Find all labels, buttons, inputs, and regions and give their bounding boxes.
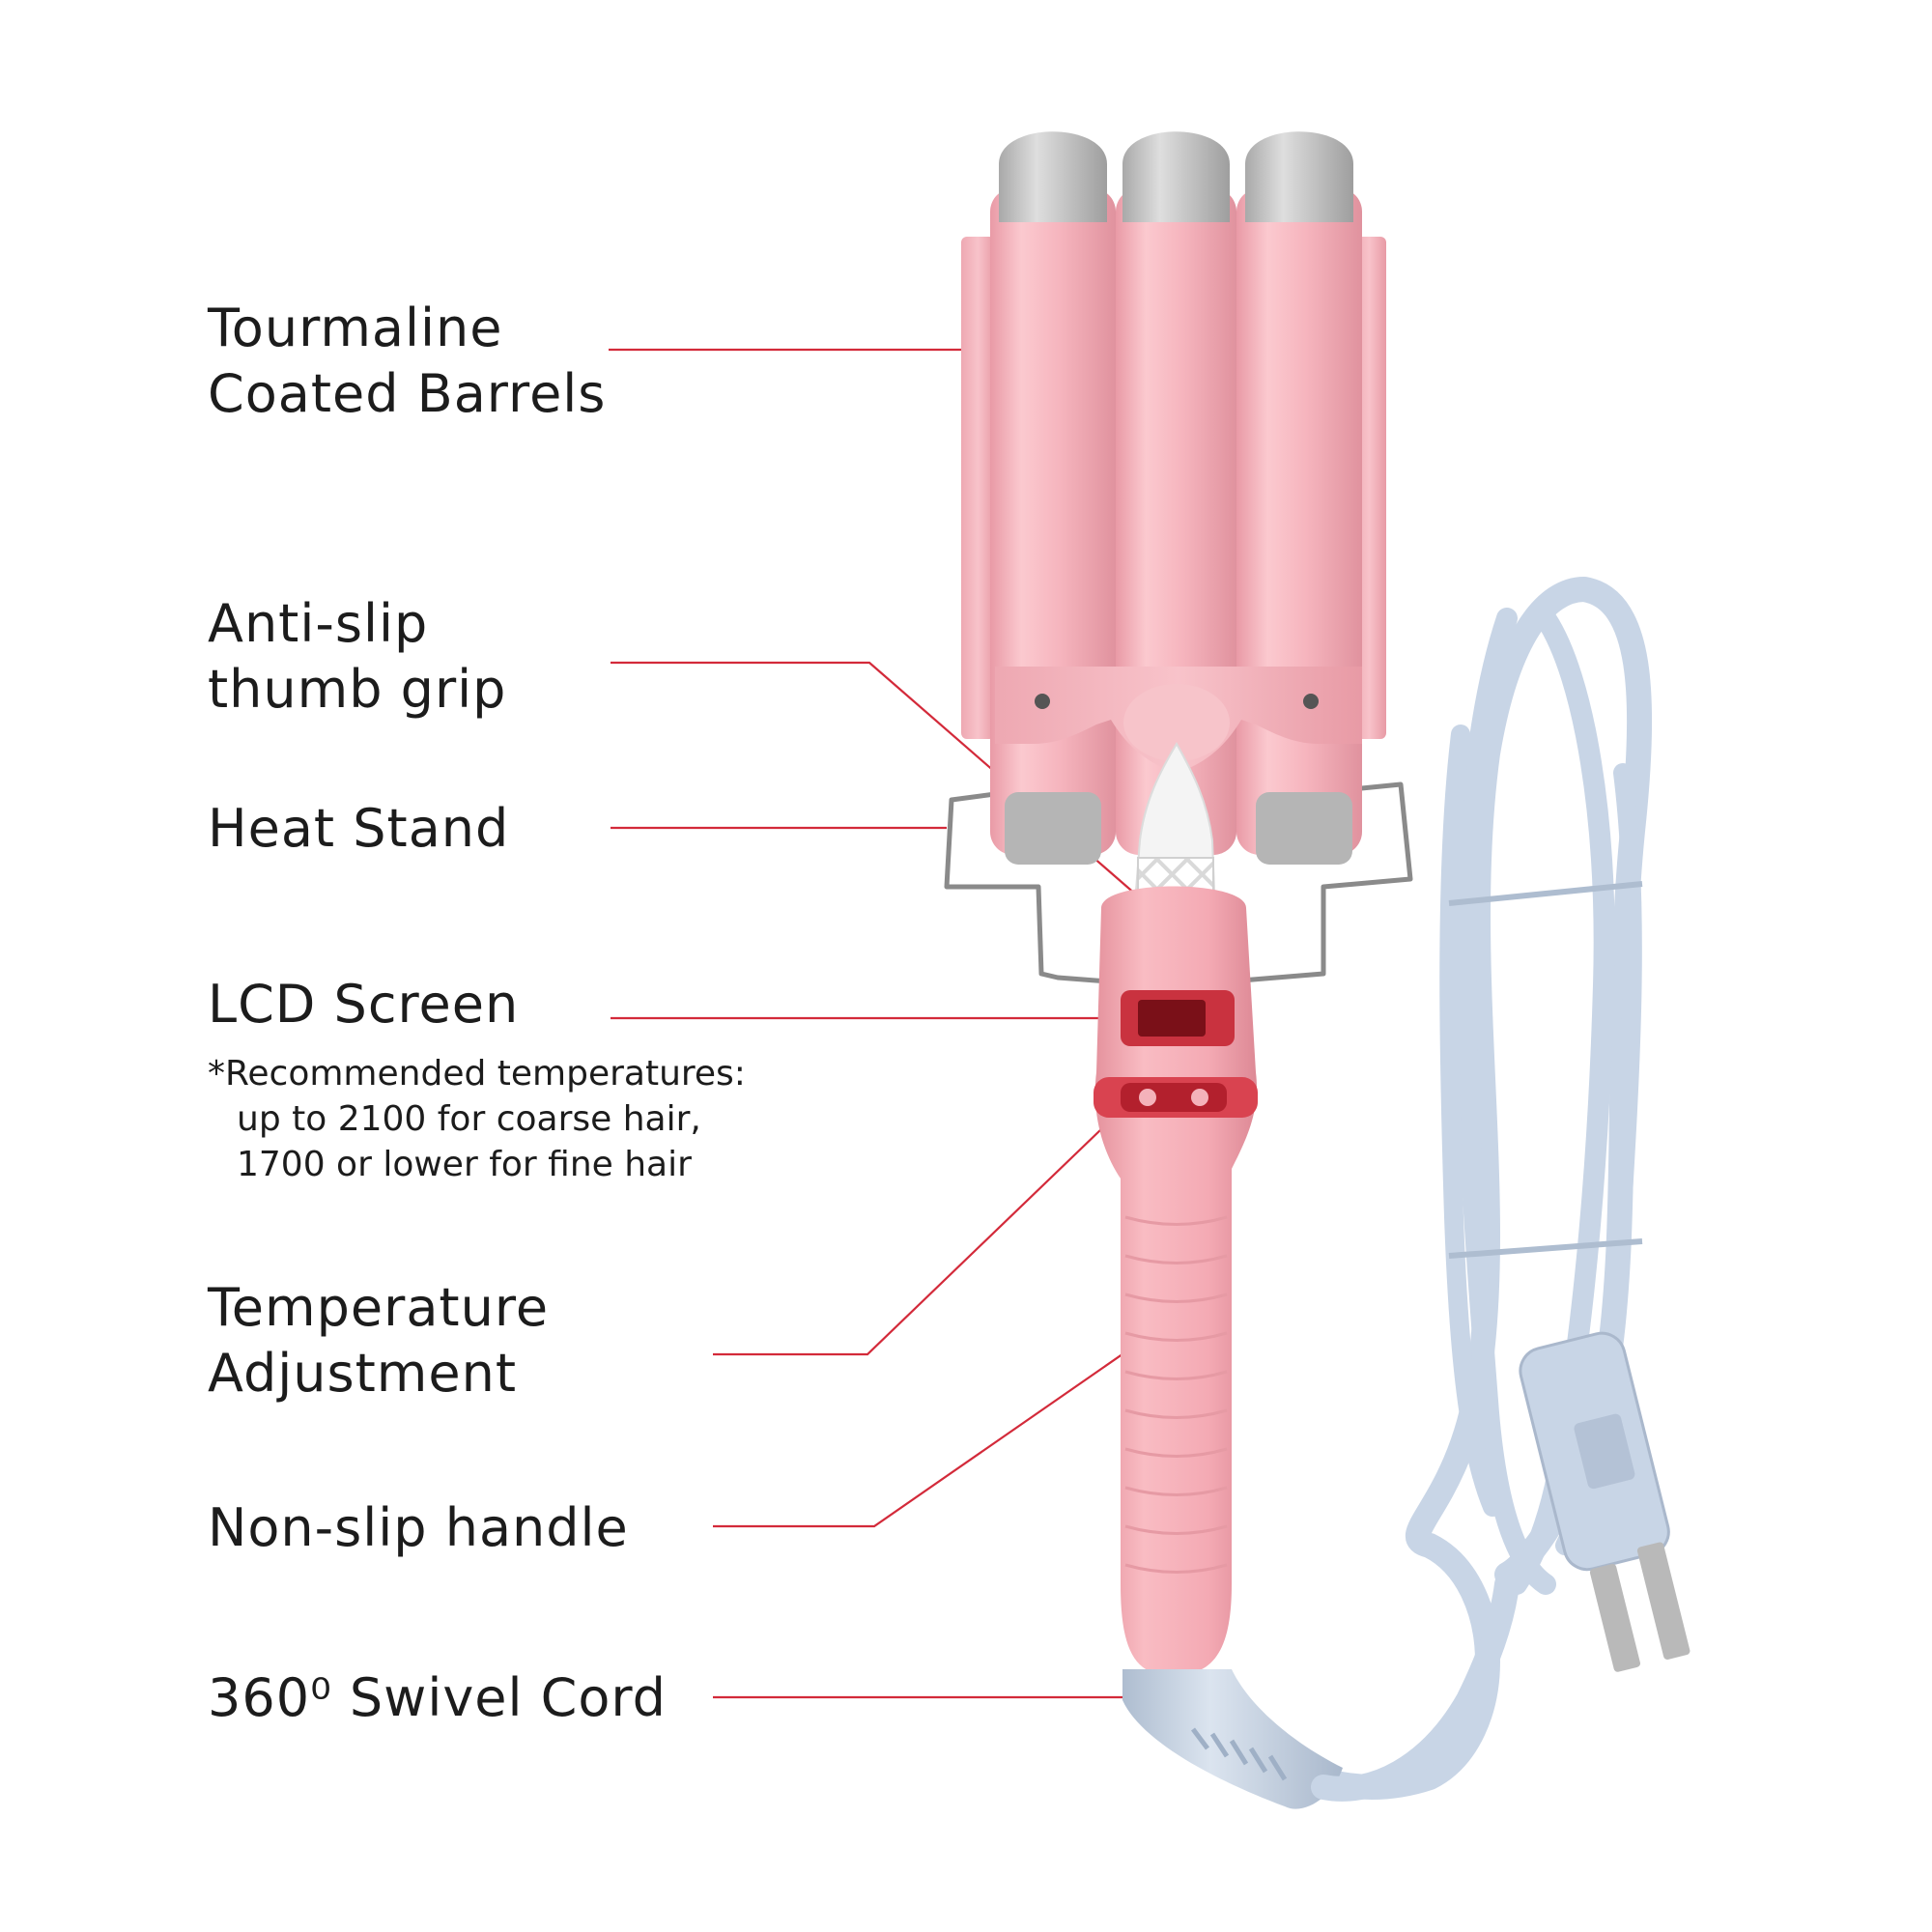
label-non-slip-handle: Non-slip handle bbox=[208, 1495, 629, 1561]
lcd-screen-graphic bbox=[1121, 990, 1235, 1046]
label-tourmaline-barrels: Tourmaline Coated Barrels bbox=[208, 296, 606, 427]
power-plug bbox=[1519, 1331, 1690, 1672]
label-line: Tourmaline bbox=[208, 298, 503, 358]
temperature-ring-graphic bbox=[1094, 1077, 1258, 1118]
label-line: 360⁰ Swivel Cord bbox=[208, 1667, 667, 1728]
label-swivel-cord: 360⁰ Swivel Cord bbox=[208, 1665, 667, 1731]
label-line: LCD Screen bbox=[208, 974, 520, 1035]
label-line: thumb grip bbox=[208, 659, 507, 720]
swivel-cap-graphic bbox=[1122, 1572, 1520, 1809]
cord-ties bbox=[1448, 881, 1643, 1259]
note-line: up to 2100 for coarse hair, bbox=[237, 1099, 701, 1139]
label-thumb-grip: Anti-slip thumb grip bbox=[208, 591, 506, 723]
label-heat-stand: Heat Stand bbox=[208, 796, 509, 862]
barrel-base-bracket bbox=[995, 667, 1362, 773]
label-temperature-adjustment: Temperature Adjustment bbox=[208, 1275, 549, 1406]
label-line: Non-slip handle bbox=[208, 1497, 629, 1558]
label-line: Heat Stand bbox=[208, 798, 510, 859]
label-line: Adjustment bbox=[208, 1343, 518, 1404]
leader-line-handle bbox=[713, 1316, 1178, 1528]
label-line: Temperature bbox=[208, 1277, 550, 1338]
temperature-note: *Recommended temperatures: up to 2100 fo… bbox=[208, 1051, 746, 1187]
note-line: *Recommended temperatures: bbox=[208, 1054, 746, 1094]
heat-stand-wire bbox=[944, 781, 1413, 988]
label-line: Anti-slip bbox=[208, 593, 429, 654]
label-line: Coated Barrels bbox=[208, 363, 607, 424]
note-line: 1700 or lower for fine hair bbox=[237, 1145, 692, 1184]
label-lcd-screen: LCD Screen bbox=[208, 972, 519, 1037]
leader-line-temperature bbox=[713, 1102, 1129, 1356]
barrel-tips bbox=[999, 131, 1353, 222]
